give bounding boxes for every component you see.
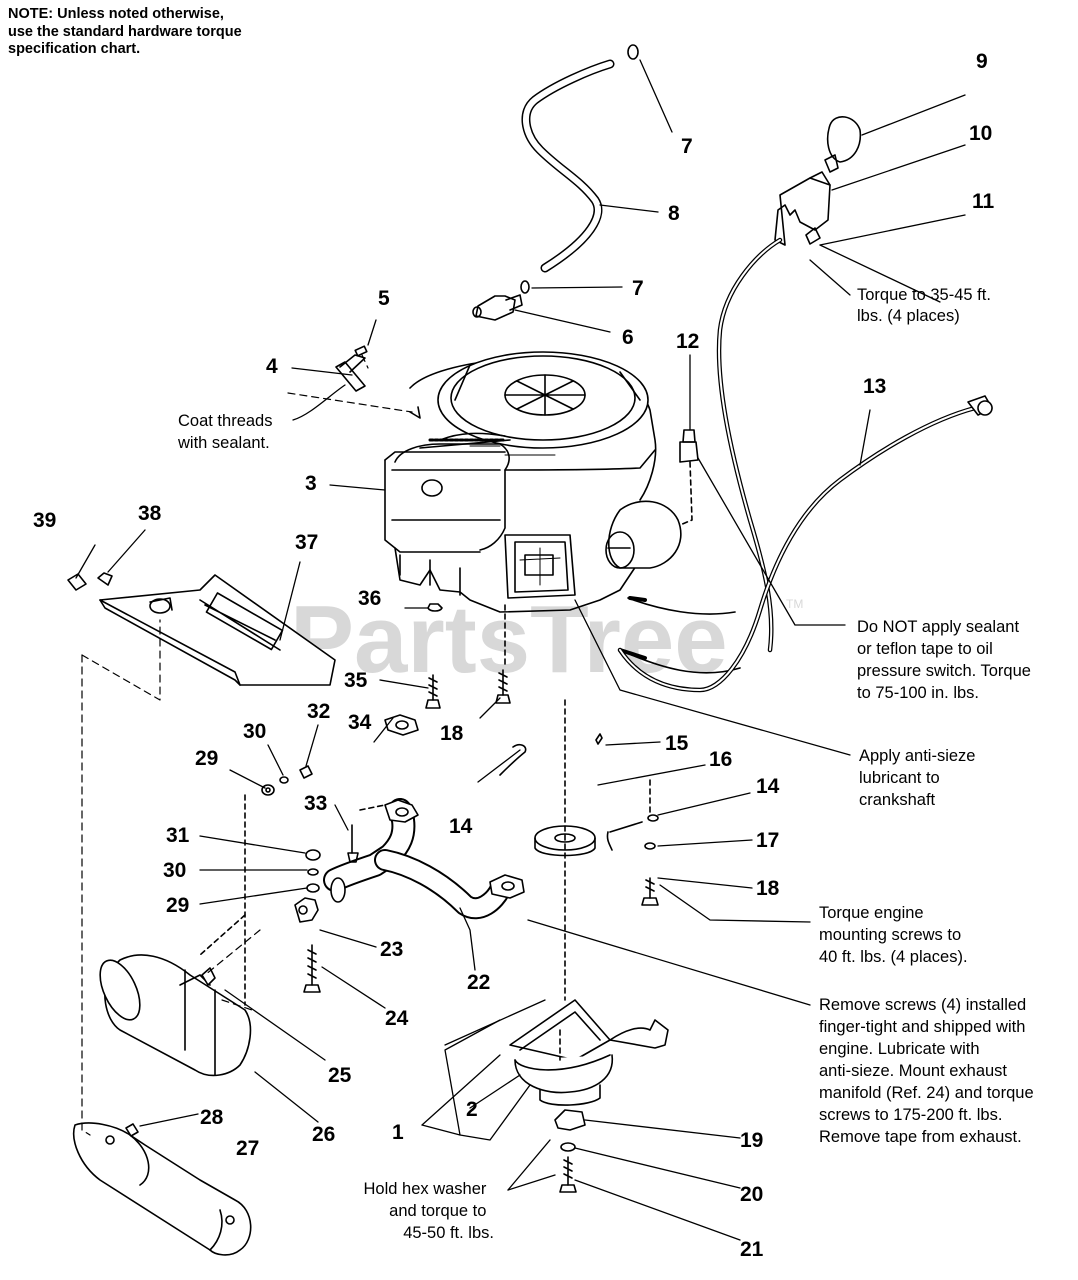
heat-shield-part [73, 1122, 252, 1256]
callout-9: 9 [976, 50, 988, 73]
assembly-guide-lines [81, 354, 413, 1136]
callout-33: 33 [304, 792, 327, 815]
callout-5: 5 [378, 287, 390, 310]
coat-threads-note: Coat threads with sealant. [177, 412, 277, 452]
callout-14: 14 [449, 815, 473, 838]
oil-drain-hose-part [472, 44, 639, 321]
callout-21: 21 [740, 1238, 764, 1261]
leader-lines [75, 59, 966, 1241]
callout-34: 34 [348, 711, 372, 734]
callout-27: 27 [236, 1137, 259, 1160]
callout-38: 38 [138, 502, 162, 525]
callout-10: 10 [969, 122, 992, 145]
callout-36: 36 [358, 587, 381, 610]
callout-24: 24 [385, 1007, 409, 1030]
callout-3: 3 [305, 472, 317, 495]
general-note: NOTE: Unless noted otherwise, use the st… [8, 6, 308, 59]
callout-19: 19 [740, 1129, 763, 1152]
callout-6: 6 [622, 326, 634, 349]
exhaust-hardware-part [244, 765, 321, 1006]
engine-pulley-part [499, 699, 659, 1001]
muffler-part [99, 897, 321, 1077]
callout-7: 7 [681, 135, 693, 158]
throttle-control-part [716, 116, 862, 653]
oil-pressure-switch-note: Do NOT apply sealant or teflon tape to o… [857, 618, 1036, 702]
remove-screws-note: Remove screws (4) installed finger-tight… [819, 996, 1038, 1146]
callout-8: 8 [668, 202, 680, 225]
callout-18: 18 [756, 877, 780, 900]
callout-31: 31 [166, 824, 190, 847]
callout-29: 29 [195, 747, 218, 770]
callout-39: 39 [33, 509, 56, 532]
callout-12: 12 [676, 330, 699, 353]
callout-2: 2 [466, 1098, 478, 1121]
callout-26: 26 [312, 1123, 335, 1146]
torque-35-45-note: Torque to 35-45 ft. lbs. (4 places) [857, 286, 996, 325]
callout-7: 7 [632, 277, 644, 300]
callout-17: 17 [756, 829, 779, 852]
callout-18: 18 [440, 722, 464, 745]
callout-29: 29 [166, 894, 189, 917]
callout-16: 16 [709, 748, 732, 771]
engine-part [384, 351, 741, 674]
hold-hex-washer-note: Hold hex washer and torque to 45-50 ft. … [364, 1180, 495, 1242]
callout-15: 15 [665, 732, 689, 755]
callout-30: 30 [243, 720, 266, 743]
engine-mounting-plate-part [67, 572, 336, 686]
throttle-cable-part [617, 395, 993, 693]
callout-30: 30 [163, 859, 186, 882]
callout-22: 22 [467, 971, 490, 994]
annotations: Coat threads with sealant. Torque to 35-… [177, 286, 1038, 1242]
anti-sieze-note: Apply anti-sieze lubricant to crankshaft [859, 747, 980, 809]
watermark-trademark: TM [786, 597, 803, 611]
arrow-icon [409, 406, 421, 419]
callout-32: 32 [307, 700, 330, 723]
callout-numbers: 7 8 7 6 5 4 3 9 10 11 12 13 39 38 37 36 … [33, 50, 995, 1261]
engine-mounting-screws-part [425, 603, 511, 709]
dipstick-tube-part [335, 345, 368, 392]
callout-20: 20 [740, 1183, 763, 1206]
callout-4: 4 [266, 355, 278, 378]
note-line: specification chart. [8, 41, 141, 57]
callout-1: 1 [392, 1121, 404, 1144]
callout-23: 23 [380, 938, 403, 961]
engine-torque-note: Torque engine mounting screws to 40 ft. … [819, 904, 968, 966]
callout-35: 35 [344, 669, 368, 692]
oil-pressure-switch-part [679, 429, 699, 526]
electric-pto-clutch-part [509, 999, 669, 1193]
callout-13: 13 [863, 375, 886, 398]
callout-37: 37 [295, 531, 318, 554]
callout-25: 25 [328, 1064, 352, 1087]
callout-11: 11 [972, 190, 995, 213]
callout-14: 14 [756, 775, 780, 798]
note-line: use the standard hardware torque [8, 23, 242, 40]
note-line: NOTE: Unless noted otherwise, [8, 6, 224, 22]
callout-28: 28 [200, 1106, 224, 1129]
exhaust-manifold-part [323, 714, 525, 920]
watermark-text: PartsTree [290, 586, 728, 693]
